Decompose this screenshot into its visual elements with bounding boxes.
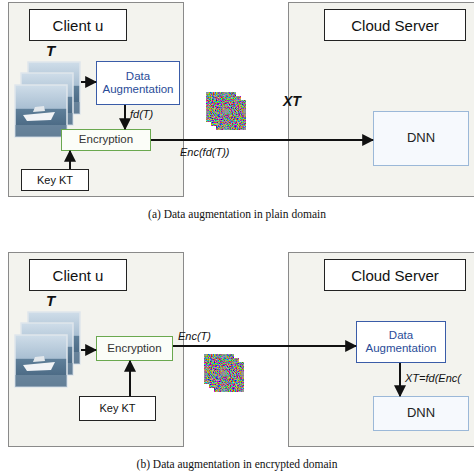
party-panel: Cloud ServerDNN	[288, 2, 474, 197]
panel-header: Client u	[29, 259, 127, 291]
key-box: Key KT	[21, 169, 89, 191]
box-label: DNN	[407, 406, 435, 421]
panel-header: Client u	[29, 9, 127, 41]
dnn-box: DNN	[373, 396, 469, 431]
edge-label: XT=fd(Enc(	[405, 372, 461, 384]
arrow-connector	[173, 345, 356, 347]
signal-name: XT	[283, 93, 301, 109]
box-label: DNN	[407, 131, 435, 146]
box-label: Key KT	[99, 402, 135, 415]
dnn-box: DNN	[373, 111, 469, 166]
box-label: Data Augmentation	[99, 70, 177, 96]
edge-label: fd(T)	[130, 108, 153, 120]
photo-stack	[15, 62, 80, 137]
edge-label: Enc(fd(T))	[180, 146, 230, 158]
arrow-connector	[399, 363, 401, 396]
arrow-connector	[69, 151, 71, 169]
input-image: T	[16, 313, 81, 391]
panel-header: Cloud Server	[324, 259, 466, 291]
box-label: Key KT	[37, 174, 73, 187]
edge-label: Enc(T)	[178, 330, 211, 342]
party-panel: Cloud ServerData AugmentationDNN	[288, 252, 474, 447]
party-panel: Client u T Data AugmentationEncryptionKey …	[8, 2, 184, 197]
box-label: Data Augmentation	[359, 329, 443, 355]
panel-title: Client u	[53, 17, 104, 34]
box-label: Encryption	[79, 133, 133, 146]
arrow-connector	[151, 139, 373, 141]
arrow-connector	[81, 81, 96, 83]
encryption-box: Encryption	[96, 336, 173, 361]
subfigure-caption: (b) Data augmentation in encrypted domai…	[0, 458, 474, 470]
encrypted-image	[204, 354, 244, 392]
augmentation-box: Data Augmentation	[356, 321, 446, 363]
box-label: Encryption	[107, 342, 161, 355]
arrow-connector	[81, 349, 96, 351]
key-box: Key KT	[79, 396, 156, 421]
panel-title: Cloud Server	[351, 17, 439, 34]
photo-stack	[15, 312, 80, 387]
encryption-box: Encryption	[61, 129, 151, 151]
augmentation-box: Data Augmentation	[96, 61, 180, 105]
party-panel: Client u T EncryptionKey KT	[8, 252, 184, 447]
panel-header: Cloud Server	[324, 9, 466, 41]
encrypted-image	[206, 92, 246, 130]
panel-title: Client u	[53, 267, 104, 284]
image-symbol: T	[46, 42, 55, 59]
arrow-connector	[129, 361, 131, 396]
arrow-connector	[124, 105, 126, 129]
subfigure-caption: (a) Data augmentation in plain domain	[0, 208, 474, 220]
panel-title: Cloud Server	[351, 267, 439, 284]
image-symbol: T	[46, 292, 55, 309]
